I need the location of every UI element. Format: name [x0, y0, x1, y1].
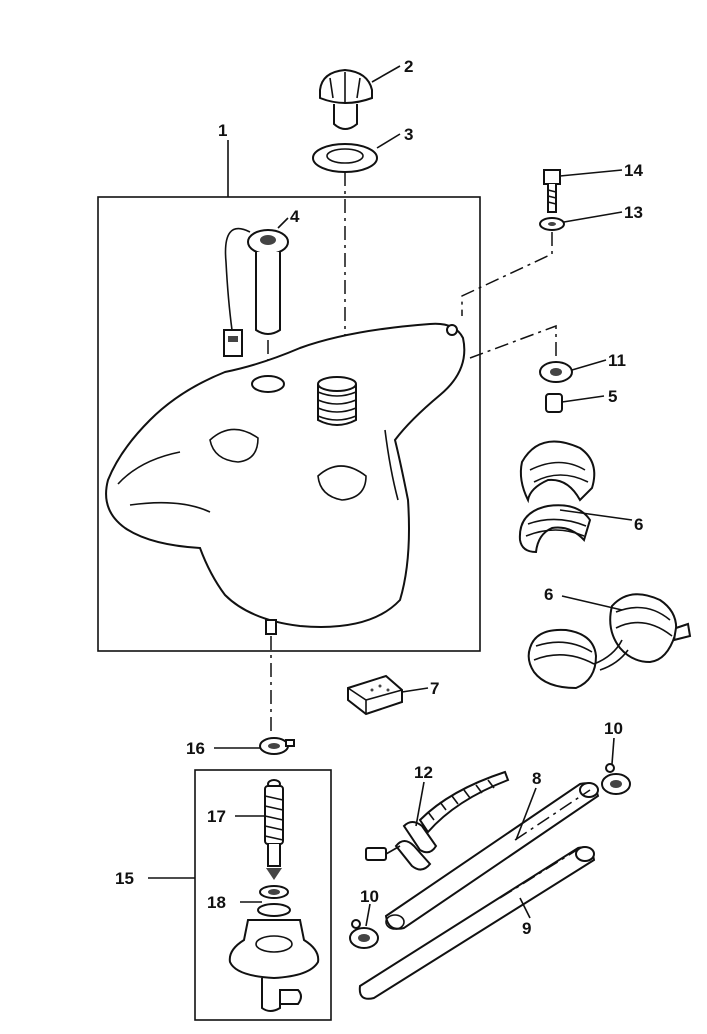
callout-3: 3: [404, 125, 413, 144]
fuel-hose-9: [358, 846, 596, 1000]
callout-8: 8: [532, 769, 541, 788]
tank-assembly-frame: [97, 196, 481, 652]
rubber-damper-lower: [527, 593, 692, 690]
fuel-strainer: [264, 779, 284, 867]
callout-4: 4: [290, 207, 300, 226]
cap-gasket: [312, 143, 378, 173]
hose-clip-10-lower: [349, 919, 379, 949]
fuel-cap: [319, 68, 373, 130]
callout-13: 13: [624, 203, 643, 222]
fuel-cock-frame: [194, 769, 332, 1021]
hose-clip-16: [259, 737, 295, 755]
callout-11: 11: [608, 351, 626, 370]
callout-1: 1: [218, 121, 227, 140]
strainer-o-ring: [257, 868, 291, 917]
callout-16: 16: [186, 739, 205, 758]
callout-6b: 6: [544, 585, 553, 604]
callout-14: 14: [624, 161, 643, 180]
callout-17: 17: [207, 807, 226, 826]
callout-6a: 6: [634, 515, 643, 534]
callout-12: 12: [414, 763, 433, 782]
bolt-washer: [539, 217, 565, 231]
callout-9: 9: [522, 919, 531, 938]
rubber-mount: [539, 361, 573, 383]
rubber-damper-upper: [518, 440, 596, 554]
breather-hose-clamp: [365, 770, 510, 871]
callout-2: 2: [404, 57, 413, 76]
fuel-tank-body: [105, 322, 466, 635]
mount-collar: [545, 393, 563, 413]
filler-neck: [317, 376, 357, 426]
callout-18: 18: [207, 893, 226, 912]
mounting-bolt: [543, 169, 561, 213]
fuel-cock-valve: [228, 919, 320, 1012]
callout-15: 15: [115, 869, 134, 888]
hose-clip-10-upper: [601, 763, 631, 795]
fuel-level-sender: [223, 227, 289, 357]
callout-7: 7: [430, 679, 439, 698]
callout-5: 5: [608, 387, 617, 406]
callout-10a: 10: [604, 719, 623, 738]
callout-10b: 10: [360, 887, 379, 906]
sponge-pad: [347, 674, 403, 716]
